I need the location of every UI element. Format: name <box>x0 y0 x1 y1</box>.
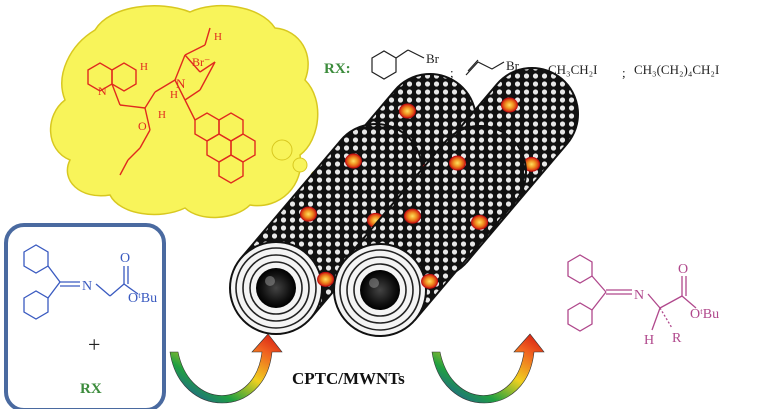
catalyst-dot <box>500 97 518 113</box>
reactant-n-label: N <box>82 279 92 294</box>
allyl-chain <box>465 61 505 76</box>
mwnt-bundle <box>229 67 579 337</box>
phenyl-ring <box>23 244 49 274</box>
product-structure: N O OᵗBu H R <box>567 254 719 348</box>
pyrene-ring <box>218 154 244 184</box>
quinoline-n-label: N <box>98 84 107 98</box>
catalyst-dot <box>299 206 317 222</box>
hexyl-iodide-label: CH₃(CH₂)₄CH₂I <box>634 62 719 77</box>
reactant-box: N O OᵗBu + RX <box>4 223 166 409</box>
nanotube-highlight <box>369 278 379 288</box>
ethyl-iodide-label: CH₃CH₂I <box>548 62 598 77</box>
catalyst-dot <box>471 214 489 230</box>
nanotube-core <box>360 270 400 310</box>
rx-legend-label: RX: <box>324 61 351 77</box>
curved-arrow-icon <box>431 333 545 404</box>
nanotube-wall <box>353 263 407 317</box>
product-o-label: O <box>678 262 688 277</box>
ether-o-label: O <box>138 119 147 133</box>
separator: ; <box>622 65 626 80</box>
catalyst-structure <box>87 27 256 184</box>
cloud-shape <box>49 4 319 219</box>
plus-sign: + <box>88 332 100 357</box>
nanotube-highlight <box>265 276 275 286</box>
nanotube-wall <box>242 254 310 322</box>
counterion-label: Br⁻ <box>192 55 210 69</box>
phenyl-ring <box>567 254 593 284</box>
catalyst-dot <box>344 153 362 169</box>
nanotube-wall <box>235 247 317 329</box>
reactant-ester-label: OᵗBu <box>128 291 157 306</box>
catalyst-dot <box>398 103 416 119</box>
reactant-box-border <box>4 223 166 409</box>
catalyst-caption: CPTC/MWNTs <box>292 369 405 388</box>
h-label: H <box>158 109 166 121</box>
product-r-label: R <box>672 331 682 346</box>
nanotube-wall <box>249 261 303 315</box>
benzene-ring <box>371 50 397 80</box>
catalyst-dot <box>448 155 466 171</box>
h-label: H <box>170 89 178 101</box>
benzyl-br-label: Br <box>426 51 440 66</box>
nanotube-core <box>256 268 296 308</box>
cloud-puff <box>271 139 293 161</box>
phenyl-ring <box>567 302 593 332</box>
reactant-o-label: O <box>120 251 130 266</box>
h-label: H <box>214 31 222 43</box>
catalyst-dot <box>403 208 421 224</box>
phenyl-ring <box>23 290 49 320</box>
reactant-rx-label: RX <box>80 381 102 397</box>
nanotube-wall <box>346 256 414 324</box>
separator: ; <box>450 65 454 80</box>
catalyst-cloud: N N Br⁻ H H H H O <box>49 4 333 219</box>
reactant-structure <box>23 244 139 320</box>
allyl-br-label: Br <box>506 58 520 73</box>
h-label: H <box>140 61 148 73</box>
product-h-label: H <box>644 333 654 348</box>
catalyst-dot <box>421 273 439 289</box>
cloud-puff <box>292 157 308 173</box>
curved-arrow-icon <box>169 333 283 404</box>
catalyst-dot <box>317 271 335 287</box>
product-ester-label: OᵗBu <box>690 307 719 322</box>
product-n-label: N <box>634 288 644 303</box>
ammonium-n-label: N <box>176 76 186 91</box>
nanotube-wall <box>339 249 421 331</box>
